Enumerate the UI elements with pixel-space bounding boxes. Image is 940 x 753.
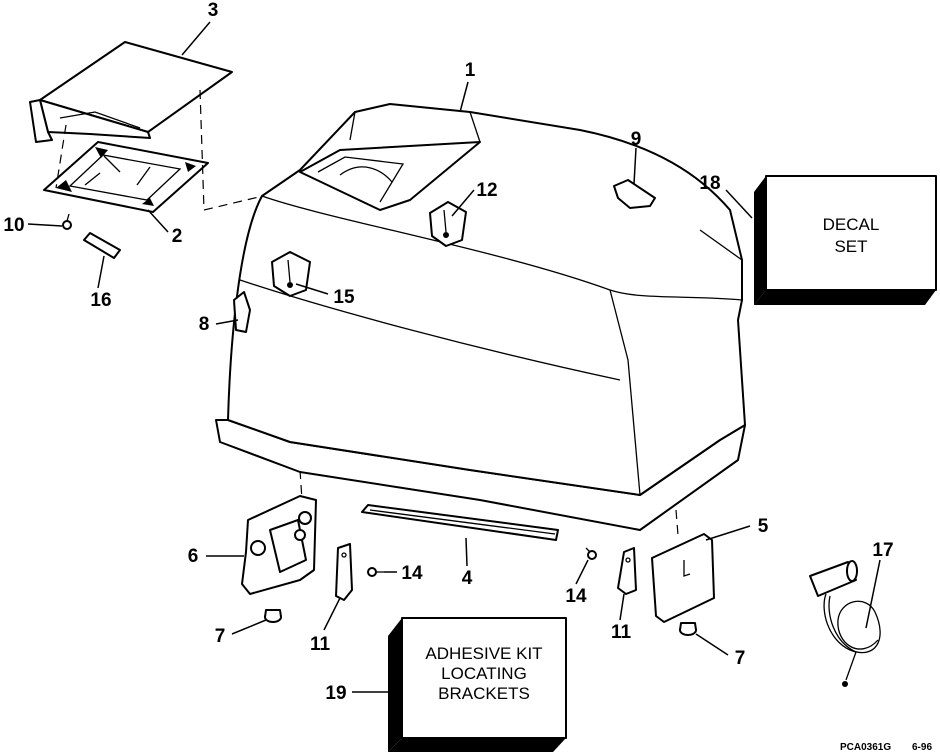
leader-lines [27, 21, 881, 693]
decal-set-box: DECAL SET [754, 175, 937, 305]
callout-11-left: 11 [310, 634, 331, 655]
callout-1: 1 [465, 60, 476, 81]
callout-6: 6 [188, 546, 199, 567]
callout-18: 18 [699, 173, 720, 194]
part-gasket [43, 141, 209, 213]
part-motor-cover [215, 103, 746, 531]
callout-2: 2 [172, 226, 183, 247]
part-vent-grommet [613, 179, 656, 209]
callout-16: 16 [90, 290, 111, 311]
part-side-latch [233, 291, 251, 333]
part-code: PCA0361G [840, 742, 891, 753]
callout-7-left: 7 [215, 626, 226, 647]
part-cable-tube [809, 560, 881, 687]
callout-5: 5 [758, 516, 769, 537]
callout-14-left: 14 [401, 563, 423, 584]
callout-14-right: 14 [565, 586, 587, 607]
callout-15: 15 [333, 287, 355, 308]
callout-3: 3 [208, 0, 219, 21]
decal-box-line2: SET [834, 237, 867, 256]
part-right-plate [651, 533, 715, 623]
revision-date: 6-96 [912, 742, 932, 753]
adhesive-box-line3: BRACKETS [438, 684, 530, 703]
adhesive-box-line1: ADHESIVE KIT [425, 644, 542, 663]
part-small-fastener [62, 213, 72, 230]
adhesive-kit-box: ADHESIVE KIT LOCATING BRACKETS [388, 617, 567, 752]
part-screw-left [367, 567, 384, 577]
callout-7-right: 7 [735, 648, 746, 669]
callout-19: 19 [325, 683, 346, 704]
adhesive-box-line2: LOCATING [441, 664, 527, 683]
callout-9: 9 [631, 129, 642, 150]
callout-labels: 1 2 3 4 5 6 7 7 8 9 10 11 11 12 14 14 15… [3, 0, 893, 704]
part-grommet-left [264, 609, 282, 623]
part-screw-right [585, 547, 597, 560]
callout-4: 4 [462, 568, 473, 589]
part-strip [83, 232, 121, 259]
callout-11-right: 11 [611, 622, 632, 643]
part-small-bracket-right [617, 547, 637, 595]
decal-box-line1: DECAL [823, 215, 880, 234]
callout-17: 17 [872, 540, 893, 561]
part-grommet-right [679, 622, 697, 636]
part-latch-upper [429, 201, 467, 247]
callout-8: 8 [199, 314, 210, 335]
callout-10: 10 [3, 215, 24, 236]
part-small-bracket-left [335, 543, 353, 601]
part-seal-strip [361, 504, 559, 541]
footer: PCA0361G 6-96 [840, 742, 932, 753]
part-top-cover-lid [29, 41, 233, 143]
part-latch-lower [271, 251, 311, 297]
part-left-bracket [241, 495, 317, 595]
callout-12: 12 [476, 180, 497, 201]
